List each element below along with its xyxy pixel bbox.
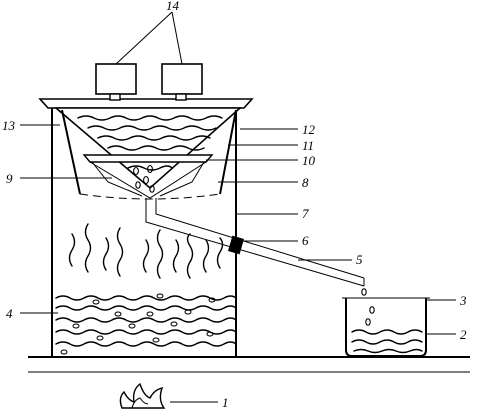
label-1: 1 — [222, 395, 229, 410]
top-weights — [95, 63, 203, 101]
tray — [82, 154, 214, 163]
collector-bottom — [79, 193, 221, 200]
label-8: 8 — [302, 175, 309, 190]
label-2: 2 — [460, 327, 467, 342]
collector-funnel — [61, 109, 237, 195]
label-4: 4 — [6, 306, 13, 321]
top-rim — [38, 98, 254, 109]
flame-icon — [119, 382, 166, 409]
funnel-droplets — [133, 164, 155, 193]
label-3: 3 — [459, 293, 467, 308]
label-12: 12 — [302, 122, 316, 137]
tube-droplet — [361, 288, 367, 296]
inner-funnel — [89, 161, 207, 199]
label-5: 5 — [356, 252, 363, 267]
vessel — [51, 104, 237, 357]
label-9: 9 — [6, 171, 13, 186]
label-11: 11 — [302, 138, 314, 153]
label-7: 7 — [302, 206, 309, 221]
outlet-tube — [145, 198, 365, 287]
receiving-cup — [342, 297, 430, 357]
boiling-liquid — [55, 293, 237, 355]
steam — [68, 223, 224, 279]
seal — [228, 235, 244, 255]
leader-lines — [20, 11, 456, 403]
label-6: 6 — [302, 233, 309, 248]
cooling-cone — [53, 107, 243, 190]
label-13: 13 — [2, 118, 16, 133]
label-10: 10 — [302, 153, 316, 168]
label-14: 14 — [166, 0, 180, 13]
